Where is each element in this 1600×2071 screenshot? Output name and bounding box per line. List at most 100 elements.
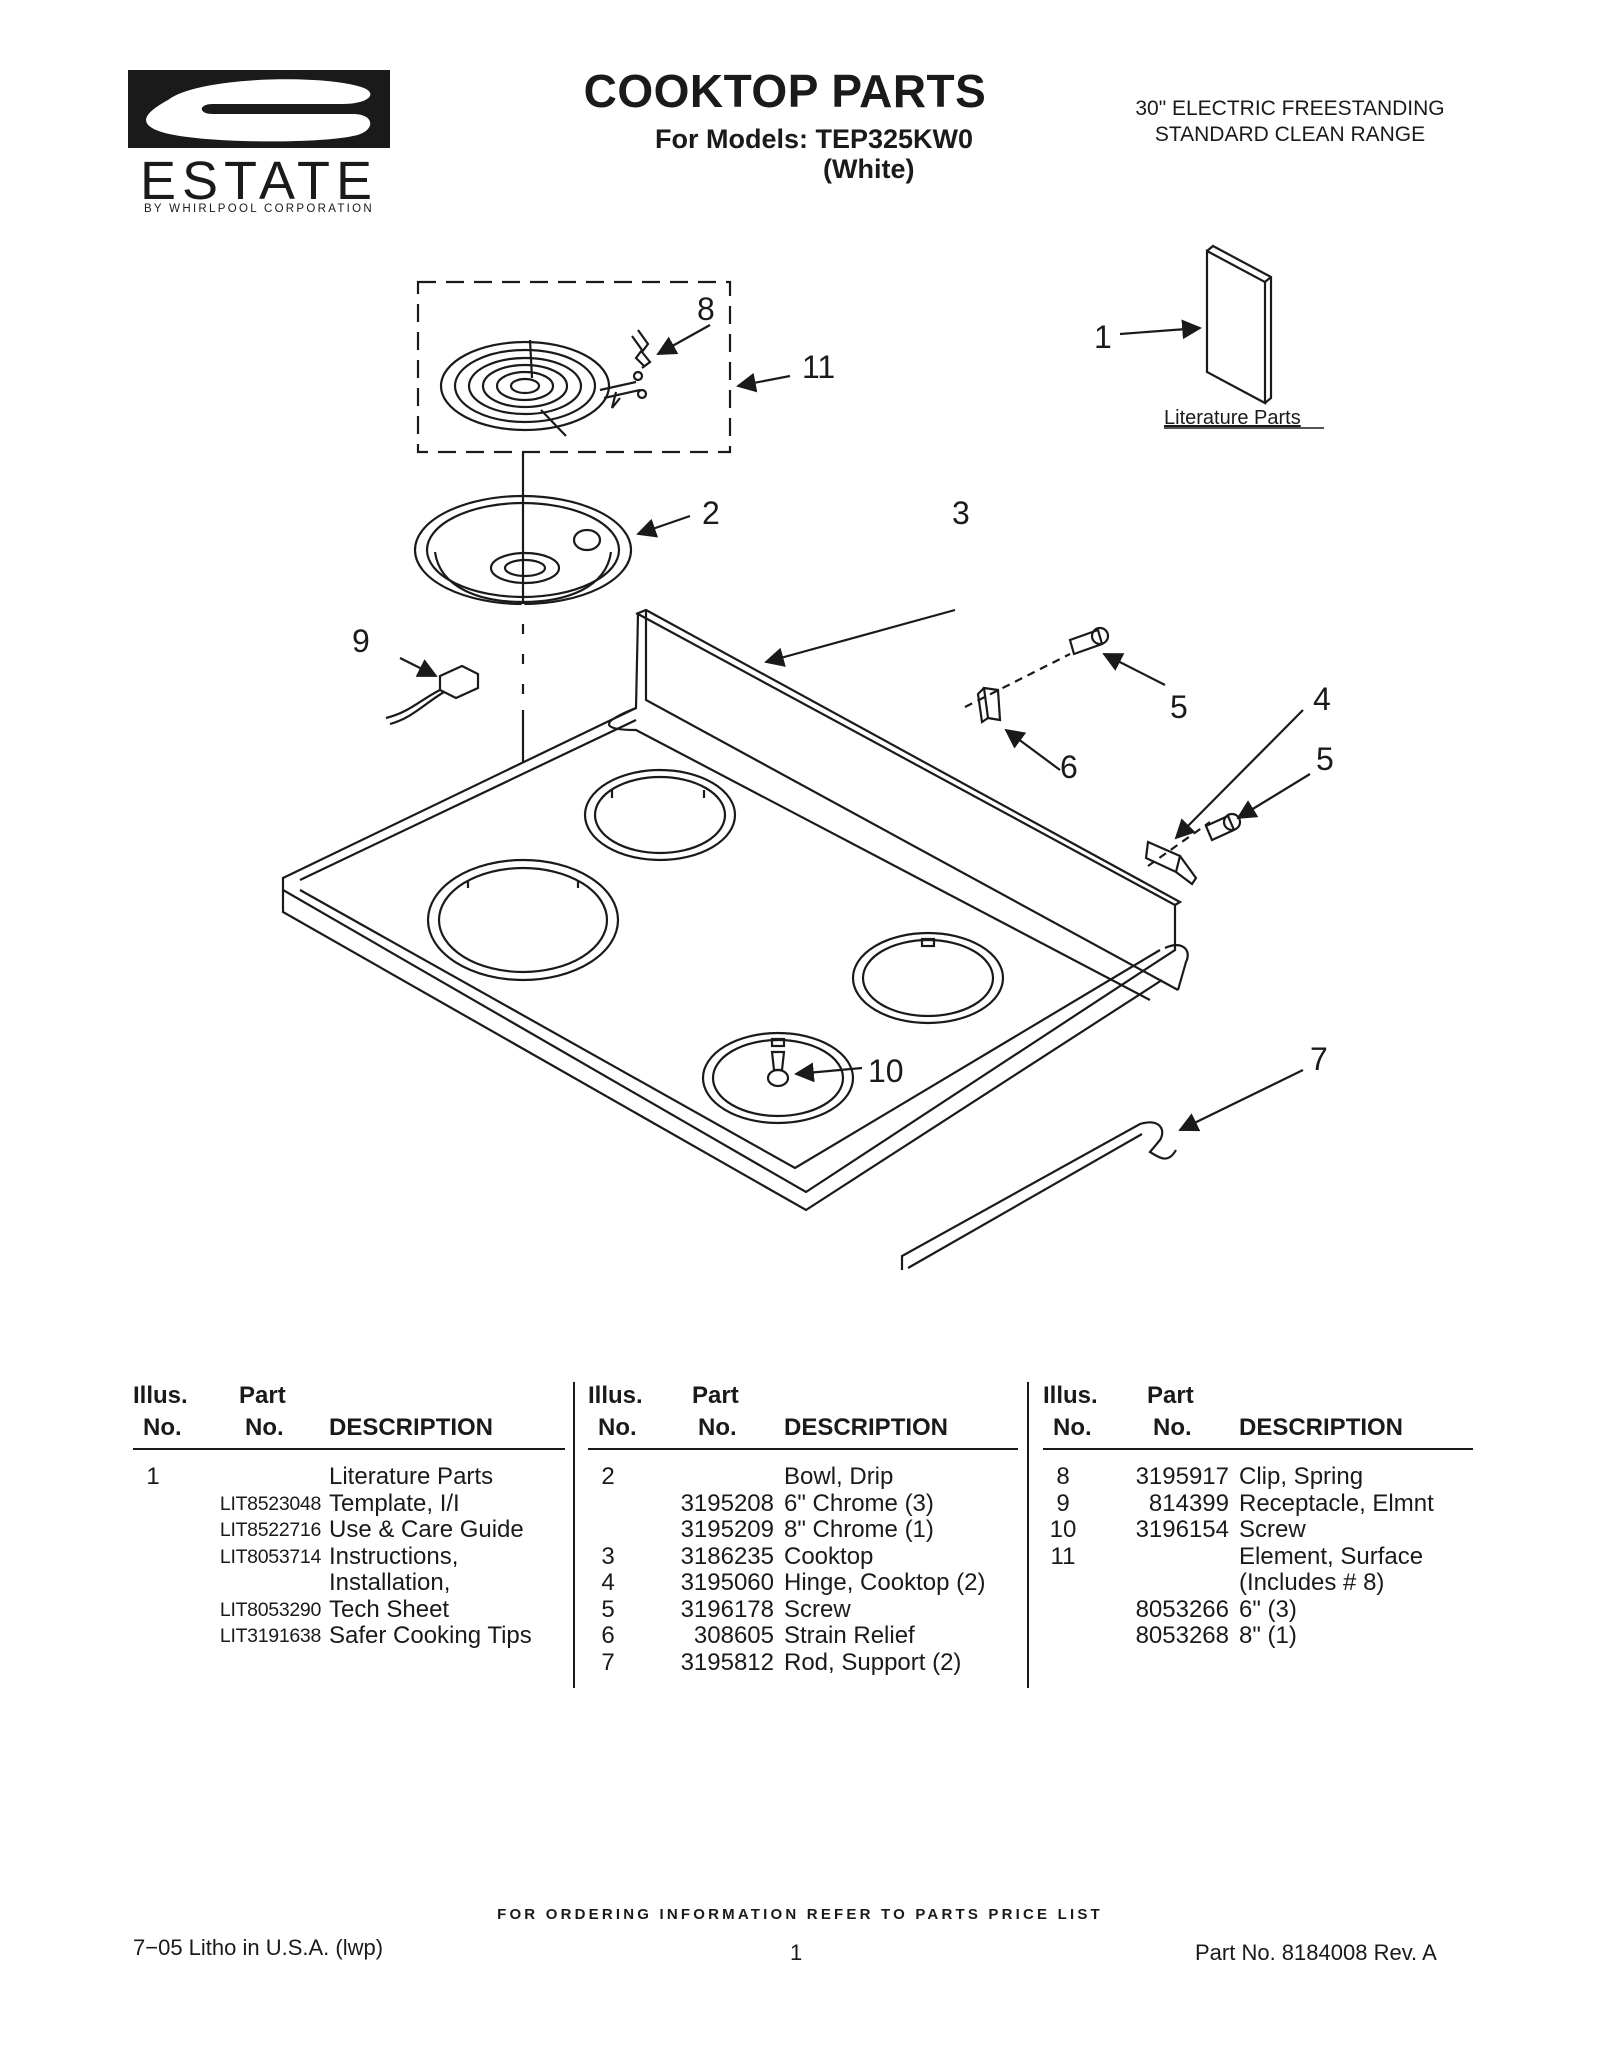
table-row: Installation, bbox=[133, 1569, 565, 1597]
part-number-cell: 3196178 bbox=[680, 1595, 774, 1623]
part-header-bottom: No. bbox=[698, 1414, 737, 1441]
illus-header-top: Illus. bbox=[133, 1382, 188, 1409]
literature-booklet-icon bbox=[1205, 244, 1273, 405]
description-cell: 8" Chrome (1) bbox=[784, 1516, 934, 1543]
table-row: 2 Bowl, Drip bbox=[588, 1463, 1018, 1491]
column-divider bbox=[573, 1382, 575, 1688]
table-header: Illus. No. Part No. DESCRIPTION bbox=[588, 1382, 1018, 1450]
leader-line-2 bbox=[636, 514, 691, 538]
description-cell: Installation, bbox=[329, 1569, 451, 1596]
element-receptacle-icon bbox=[385, 664, 480, 726]
table-row: (Includes # 8) bbox=[1043, 1569, 1473, 1597]
range-description-line-2: STANDARD CLEAN RANGE bbox=[1154, 123, 1426, 146]
illus-number: 7 bbox=[601, 1648, 615, 1676]
screw-icon bbox=[766, 1050, 790, 1088]
description-header: DESCRIPTION bbox=[784, 1414, 949, 1441]
part-header-top: Part bbox=[1147, 1382, 1194, 1409]
leader-line-3 bbox=[764, 608, 956, 667]
illus-number: 10 bbox=[1049, 1516, 1077, 1543]
brand-name: ESTATE bbox=[139, 151, 379, 211]
illus-header-top: Illus. bbox=[1043, 1382, 1098, 1409]
description-cell: Safer Cooking Tips bbox=[329, 1622, 532, 1649]
callout-2: 2 bbox=[702, 495, 720, 531]
spring-clip-icon bbox=[631, 329, 652, 369]
part-number-cell: LIT8523048 bbox=[219, 1492, 321, 1515]
description-cell: Bowl, Drip bbox=[784, 1463, 894, 1490]
ordering-note: FOR ORDERING INFORMATION REFER TO PARTS … bbox=[497, 1906, 1103, 1923]
description-cell: 6" Chrome (3) bbox=[784, 1489, 934, 1517]
exploded-parts-diagram: 1 2 3 4 5 5 6 7 8 9 10 11 Literature Par… bbox=[281, 244, 1334, 1270]
illus-header-bottom: No. bbox=[1053, 1414, 1092, 1441]
part-number-cell: 3195209 bbox=[680, 1516, 774, 1543]
leader-line-4 bbox=[1174, 709, 1304, 840]
description-cell: Strain Relief bbox=[784, 1622, 915, 1649]
models-line: For Models: TEP325KW0 bbox=[655, 124, 974, 154]
part-number-cell: LIT8053714 bbox=[219, 1545, 321, 1568]
part-number-cell: 3186235 bbox=[680, 1542, 774, 1570]
illus-header-bottom: No. bbox=[143, 1414, 182, 1441]
support-rod-icon bbox=[900, 1121, 1177, 1270]
surface-element-group-box bbox=[416, 280, 732, 454]
table-header: Illus. No. Part No. DESCRIPTION bbox=[1043, 1382, 1473, 1450]
assembly-line bbox=[964, 653, 1071, 708]
description-cell: 6" (3) bbox=[1239, 1595, 1297, 1623]
assembly-line bbox=[1147, 821, 1211, 867]
burner-opening-icon bbox=[426, 858, 620, 982]
description-cell: Screw bbox=[1239, 1516, 1306, 1543]
parts-table-column-2: Illus. No. Part No. DESCRIPTION 2 Bowl, D… bbox=[588, 1382, 1018, 1676]
estate-logo-mark bbox=[128, 70, 390, 148]
callout-1: 1 bbox=[1094, 319, 1112, 355]
description-header: DESCRIPTION bbox=[329, 1414, 494, 1441]
description-cell: Rod, Support (2) bbox=[784, 1648, 962, 1676]
illus-number: 2 bbox=[601, 1463, 615, 1490]
description-cell: Hinge, Cooktop (2) bbox=[784, 1569, 986, 1596]
page-title: COOKTOP PARTS bbox=[583, 65, 987, 117]
callout-4: 4 bbox=[1313, 681, 1331, 717]
part-header-top: Part bbox=[692, 1382, 739, 1409]
leader-line-6 bbox=[1004, 728, 1061, 771]
leader-line-7 bbox=[1178, 1069, 1304, 1132]
table-row: 7 3195812 Rod, Support (2) bbox=[588, 1648, 1018, 1677]
range-description: 30" ELECTRIC FREESTANDING STANDARD CLEAN… bbox=[1090, 96, 1490, 148]
leader-line-5b bbox=[1236, 773, 1311, 820]
part-number-cell: 3195812 bbox=[680, 1648, 774, 1676]
literature-parts-label: Literature Parts bbox=[1164, 407, 1301, 429]
callout-8: 8 bbox=[697, 291, 715, 327]
description-cell: 8" (1) bbox=[1239, 1622, 1297, 1649]
leader-line-9 bbox=[399, 657, 438, 677]
callout-5b: 5 bbox=[1316, 741, 1334, 777]
illus-header-top: Illus. bbox=[588, 1382, 643, 1409]
part-number-cell: LIT8522716 bbox=[219, 1519, 321, 1541]
part-header-bottom: No. bbox=[1153, 1414, 1192, 1441]
cooktop-hinge-icon bbox=[1144, 840, 1198, 886]
column-divider bbox=[1027, 1382, 1029, 1688]
screw-icon bbox=[1068, 626, 1110, 656]
surface-element-coil-icon bbox=[439, 339, 648, 437]
burner-opening-icon bbox=[583, 768, 737, 862]
estate-logo: ESTATE BY WHIRLPOOL CORPORATION bbox=[128, 70, 390, 215]
page-number: 1 bbox=[790, 1940, 803, 1965]
leader-line-5a bbox=[1102, 653, 1166, 686]
cooktop-icon bbox=[281, 608, 1189, 1212]
description-cell: (Includes # 8) bbox=[1239, 1569, 1385, 1596]
brand-byline: BY WHIRLPOOL CORPORATION bbox=[143, 203, 375, 215]
part-header-bottom: No. bbox=[245, 1414, 284, 1441]
table-header: Illus. No. Part No. DESCRIPTION bbox=[133, 1382, 565, 1450]
screw-icon bbox=[1204, 812, 1242, 842]
description-cell: Clip, Spring bbox=[1239, 1463, 1364, 1490]
illus-number: 3 bbox=[601, 1542, 615, 1570]
